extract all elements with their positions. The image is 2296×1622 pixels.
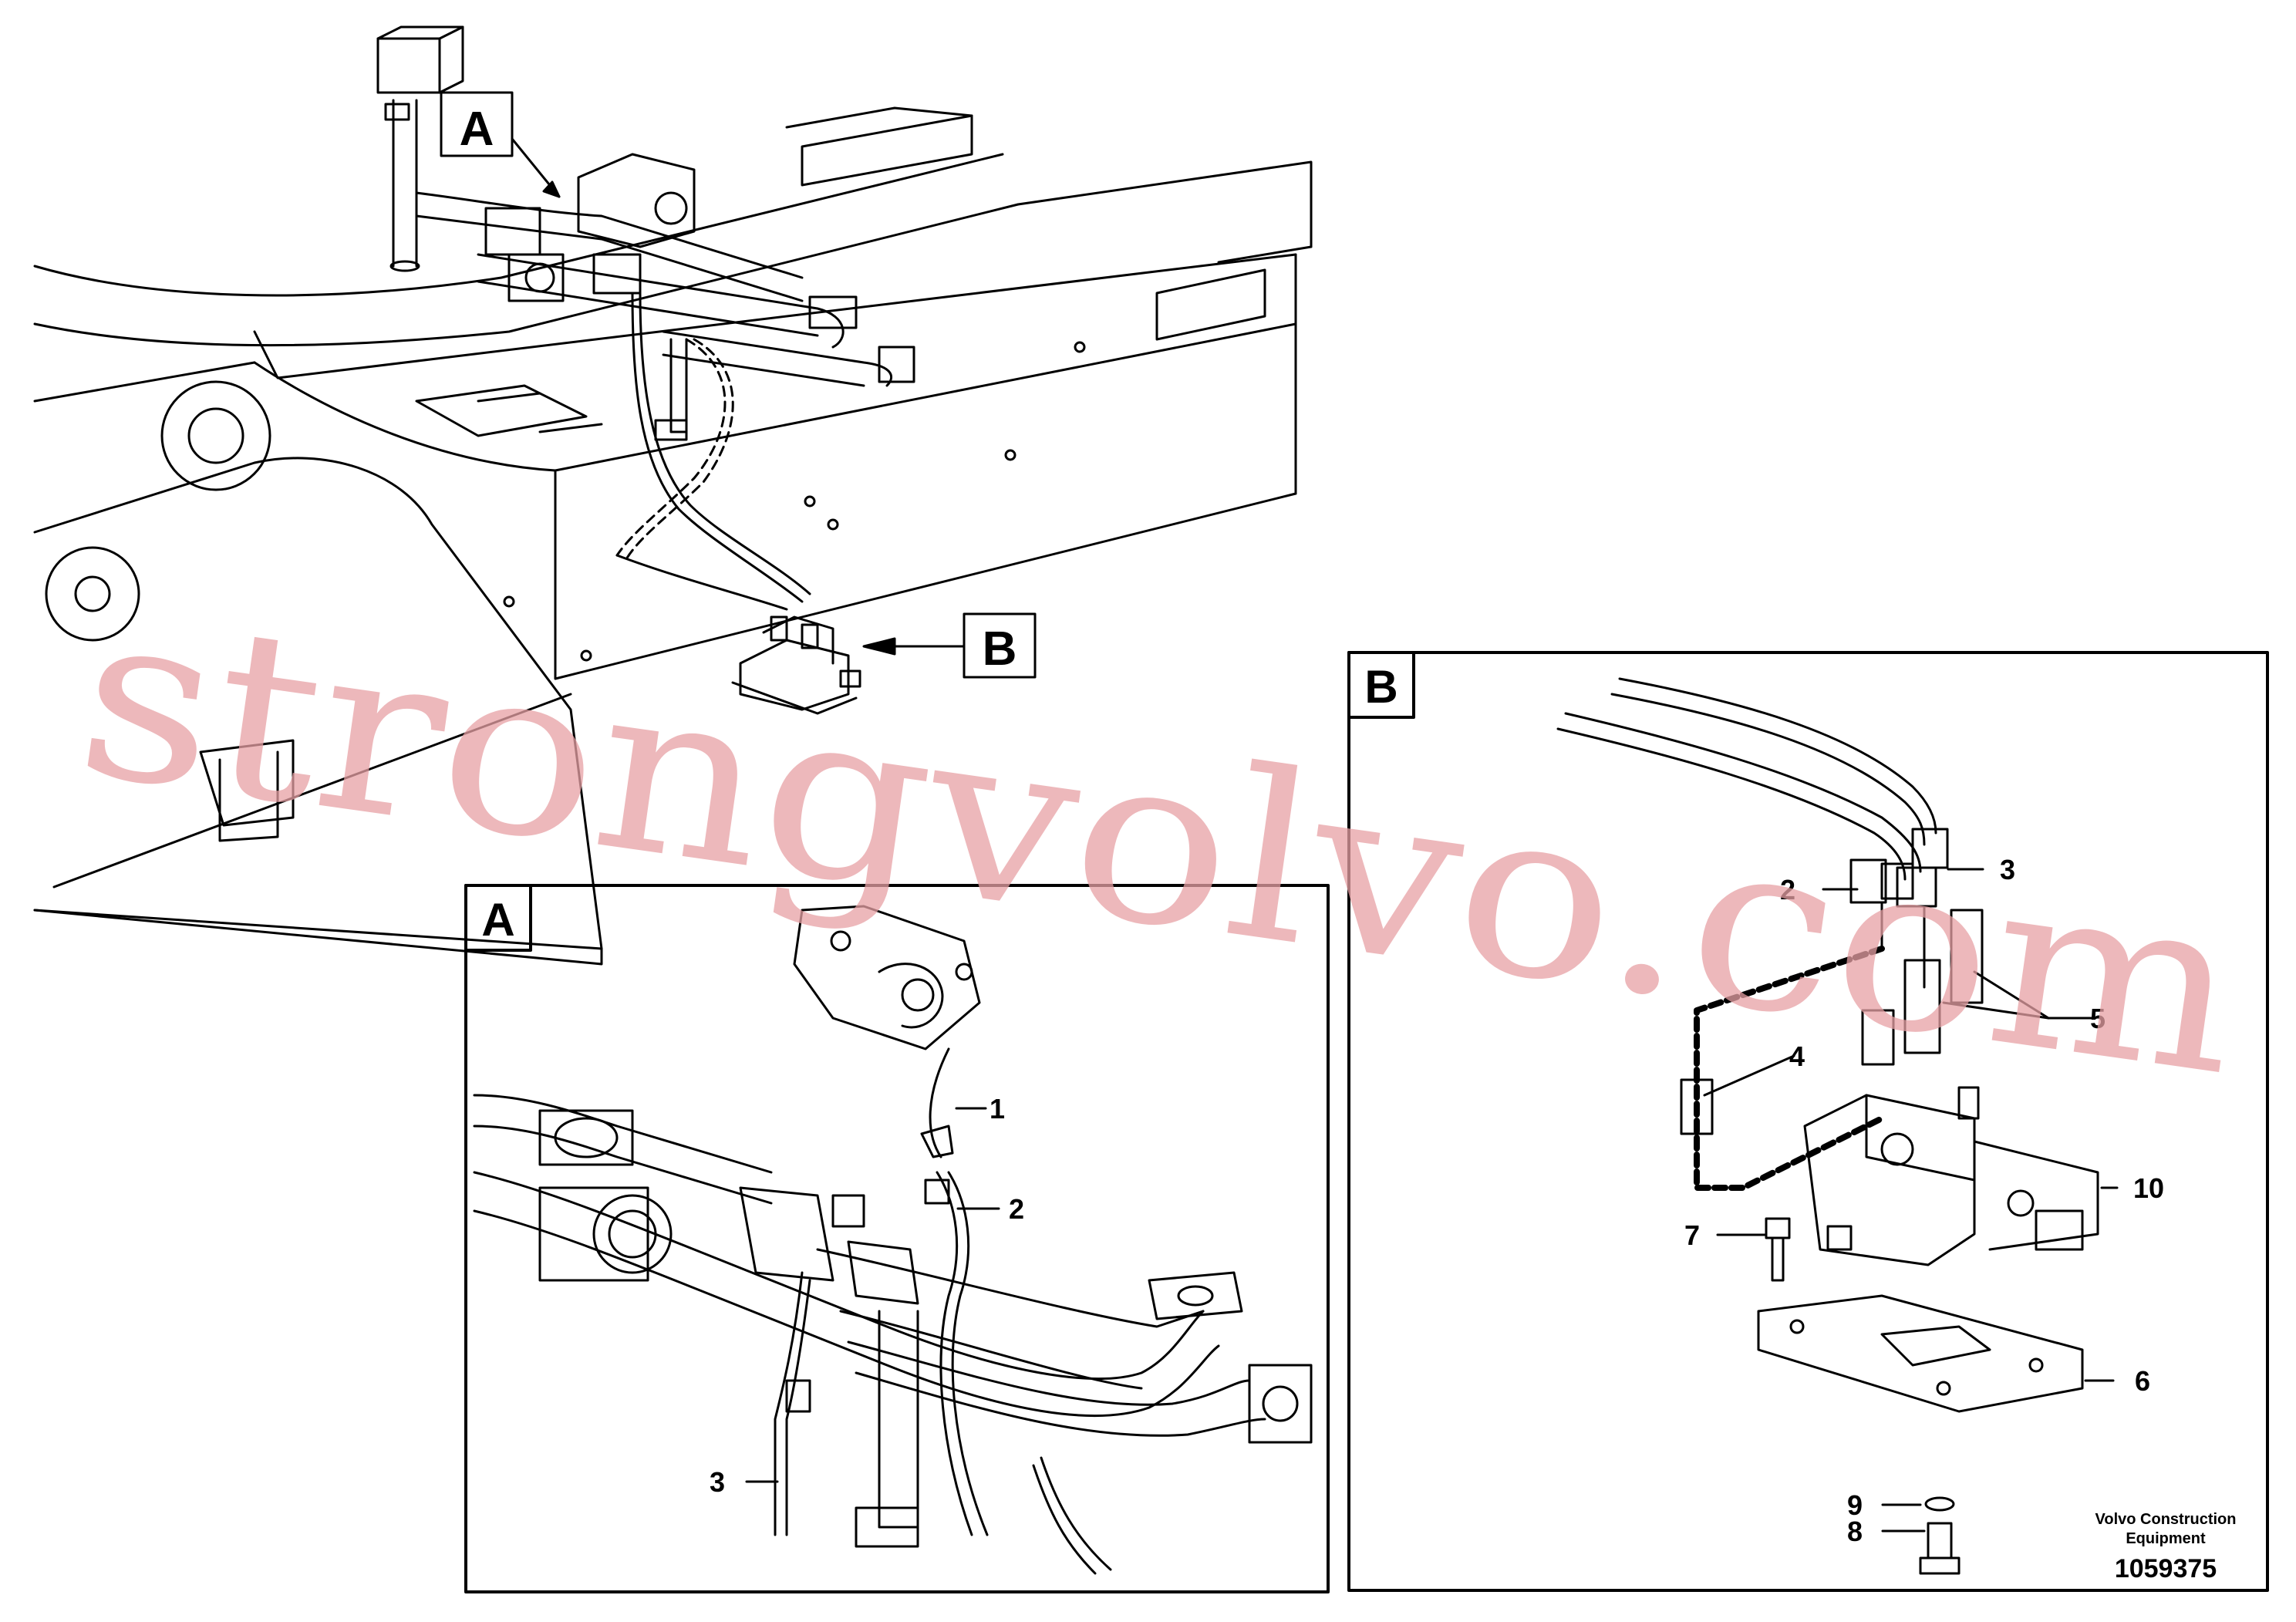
panel-b-callout-7: 7 (1684, 1219, 1700, 1251)
overview-label-a-text: A (460, 103, 494, 156)
detail-panel-b (1347, 651, 2269, 1592)
panel-b-callout-9: 9 (1847, 1489, 1863, 1521)
overview-valve-b (731, 615, 861, 715)
panel-b-callout-4: 4 (1789, 1040, 1805, 1072)
overview-chassis-frame (33, 106, 1313, 966)
panel-b-callout-8: 8 (1847, 1516, 1863, 1547)
panel-a-callout-1: 1 (990, 1093, 1005, 1125)
panel-b-callout-10: 10 (2133, 1172, 2164, 1204)
panel-a-callout-3: 3 (710, 1466, 725, 1498)
watermark-text: strongvolvo.com (65, 558, 2256, 1127)
footer-drawing-number: 1059375 (2115, 1554, 2217, 1583)
detail-panel-a (464, 884, 1330, 1593)
footer-company-line1: Volvo Construction (2095, 1511, 2237, 1528)
overview-filter-tank (376, 25, 464, 272)
panel-b-callout-3: 3 (2000, 854, 2015, 885)
overview-label-b (862, 612, 1037, 679)
footer-company-line2: Equipment (2126, 1530, 2206, 1547)
panel-b-label: B (1364, 661, 1397, 713)
panel-b-callout-2: 2 (1780, 874, 1795, 905)
overview-label-a (440, 91, 561, 198)
panel-a-label: A (481, 894, 514, 946)
overview-hydraulic-lines (415, 153, 915, 611)
panel-a-callout-2: 2 (1009, 1193, 1024, 1225)
overview-label-b-text: B (983, 622, 1017, 676)
panel-b-callout-6: 6 (2135, 1365, 2150, 1397)
panel-b-callout-5: 5 (2090, 1003, 2106, 1034)
